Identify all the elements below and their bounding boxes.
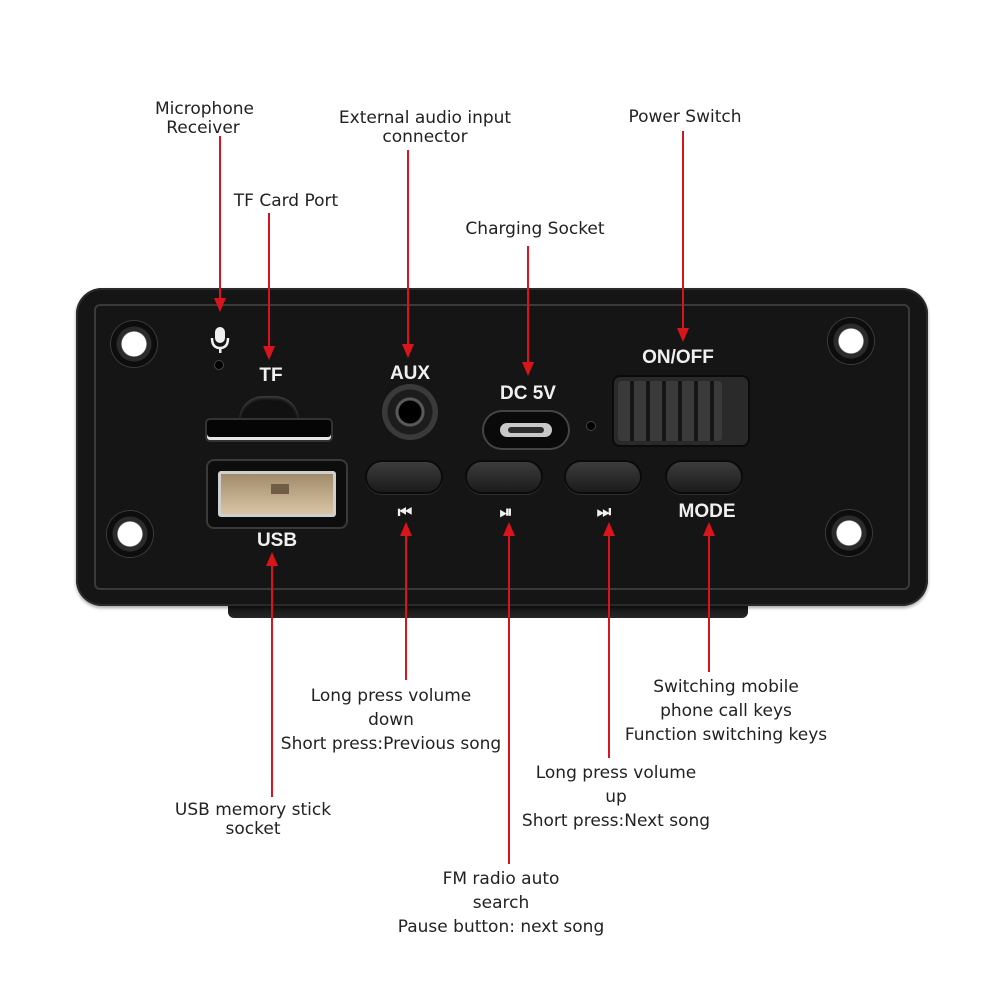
microphone-callout: Microphone Receiver — [155, 99, 254, 138]
panel-inner-frame — [94, 304, 910, 590]
mounting-hole-top-left — [111, 321, 157, 367]
power-switch[interactable] — [614, 377, 748, 445]
next-arrow — [608, 534, 610, 758]
usb-port[interactable] — [208, 461, 346, 527]
aux-arrowhead — [402, 344, 414, 358]
play-pause-callout: FM radio auto search Pause button: next … — [397, 869, 605, 937]
next-icon: ⏭ — [596, 502, 612, 521]
usb-arrowhead — [266, 552, 278, 566]
microphone-arrow — [219, 136, 221, 300]
play-pause-button[interactable] — [467, 462, 541, 492]
play-pause-icon: ⏯ — [499, 502, 513, 521]
usb-label: USB — [256, 530, 298, 551]
mounting-hole-bottom-right — [826, 510, 872, 556]
next-callout: Long press volume up Short press:Next so… — [521, 763, 711, 831]
microphone-arrowhead — [214, 298, 226, 312]
charging-arrow — [527, 246, 529, 366]
power-switch-arrowhead — [677, 328, 689, 342]
mode-callout: Switching mobile phone call keys Functio… — [624, 677, 828, 745]
mode-button[interactable] — [667, 462, 741, 492]
charging-arrowhead — [522, 362, 534, 376]
prev-callout: Long press volume down Short press:Previ… — [280, 686, 502, 754]
mounting-hole-top-right — [828, 318, 874, 364]
indicator-led — [587, 422, 595, 430]
aux-jack[interactable] — [382, 384, 438, 440]
aux-arrow — [407, 150, 409, 346]
tf-card-arrow — [268, 213, 270, 349]
tf-card-arrowhead — [263, 346, 275, 360]
onoff-label: ON/OFF — [642, 347, 714, 368]
charging-callout: Charging Socket — [465, 219, 605, 239]
microphone-hole — [215, 361, 223, 369]
power-switch-arrow — [682, 131, 684, 331]
mode-arrowhead — [703, 522, 715, 536]
tf-card-callout: TF Card Port — [233, 191, 339, 211]
play-pause-arrowhead — [503, 522, 515, 536]
previous-icon: ⏮ — [397, 502, 413, 521]
power-switch-callout: Power Switch — [628, 107, 742, 127]
mode-label: MODE — [678, 501, 736, 522]
previous-button[interactable] — [367, 462, 441, 492]
tf-label: TF — [259, 365, 283, 386]
previous-arrow — [405, 534, 407, 680]
usb-callout: USB memory stick socket — [174, 800, 332, 839]
next-arrowhead — [603, 522, 615, 536]
mode-arrow — [708, 534, 710, 672]
aux-input-callout: External audio input connector — [338, 108, 512, 147]
tf-card-slot[interactable] — [207, 396, 331, 442]
aux-label: AUX — [389, 363, 431, 384]
previous-arrowhead — [400, 522, 412, 536]
next-button[interactable] — [566, 462, 640, 492]
microphone-icon — [209, 326, 231, 356]
device-panel: TF USB AUX DC 5V ON/OFF ⏮ ⏯ ⏭ MODE — [76, 288, 928, 606]
mounting-hole-bottom-left — [107, 511, 153, 557]
charging-socket[interactable] — [484, 412, 568, 448]
dc-label: DC 5V — [500, 383, 556, 404]
usb-arrow — [271, 564, 273, 797]
play-pause-arrow — [508, 534, 510, 864]
